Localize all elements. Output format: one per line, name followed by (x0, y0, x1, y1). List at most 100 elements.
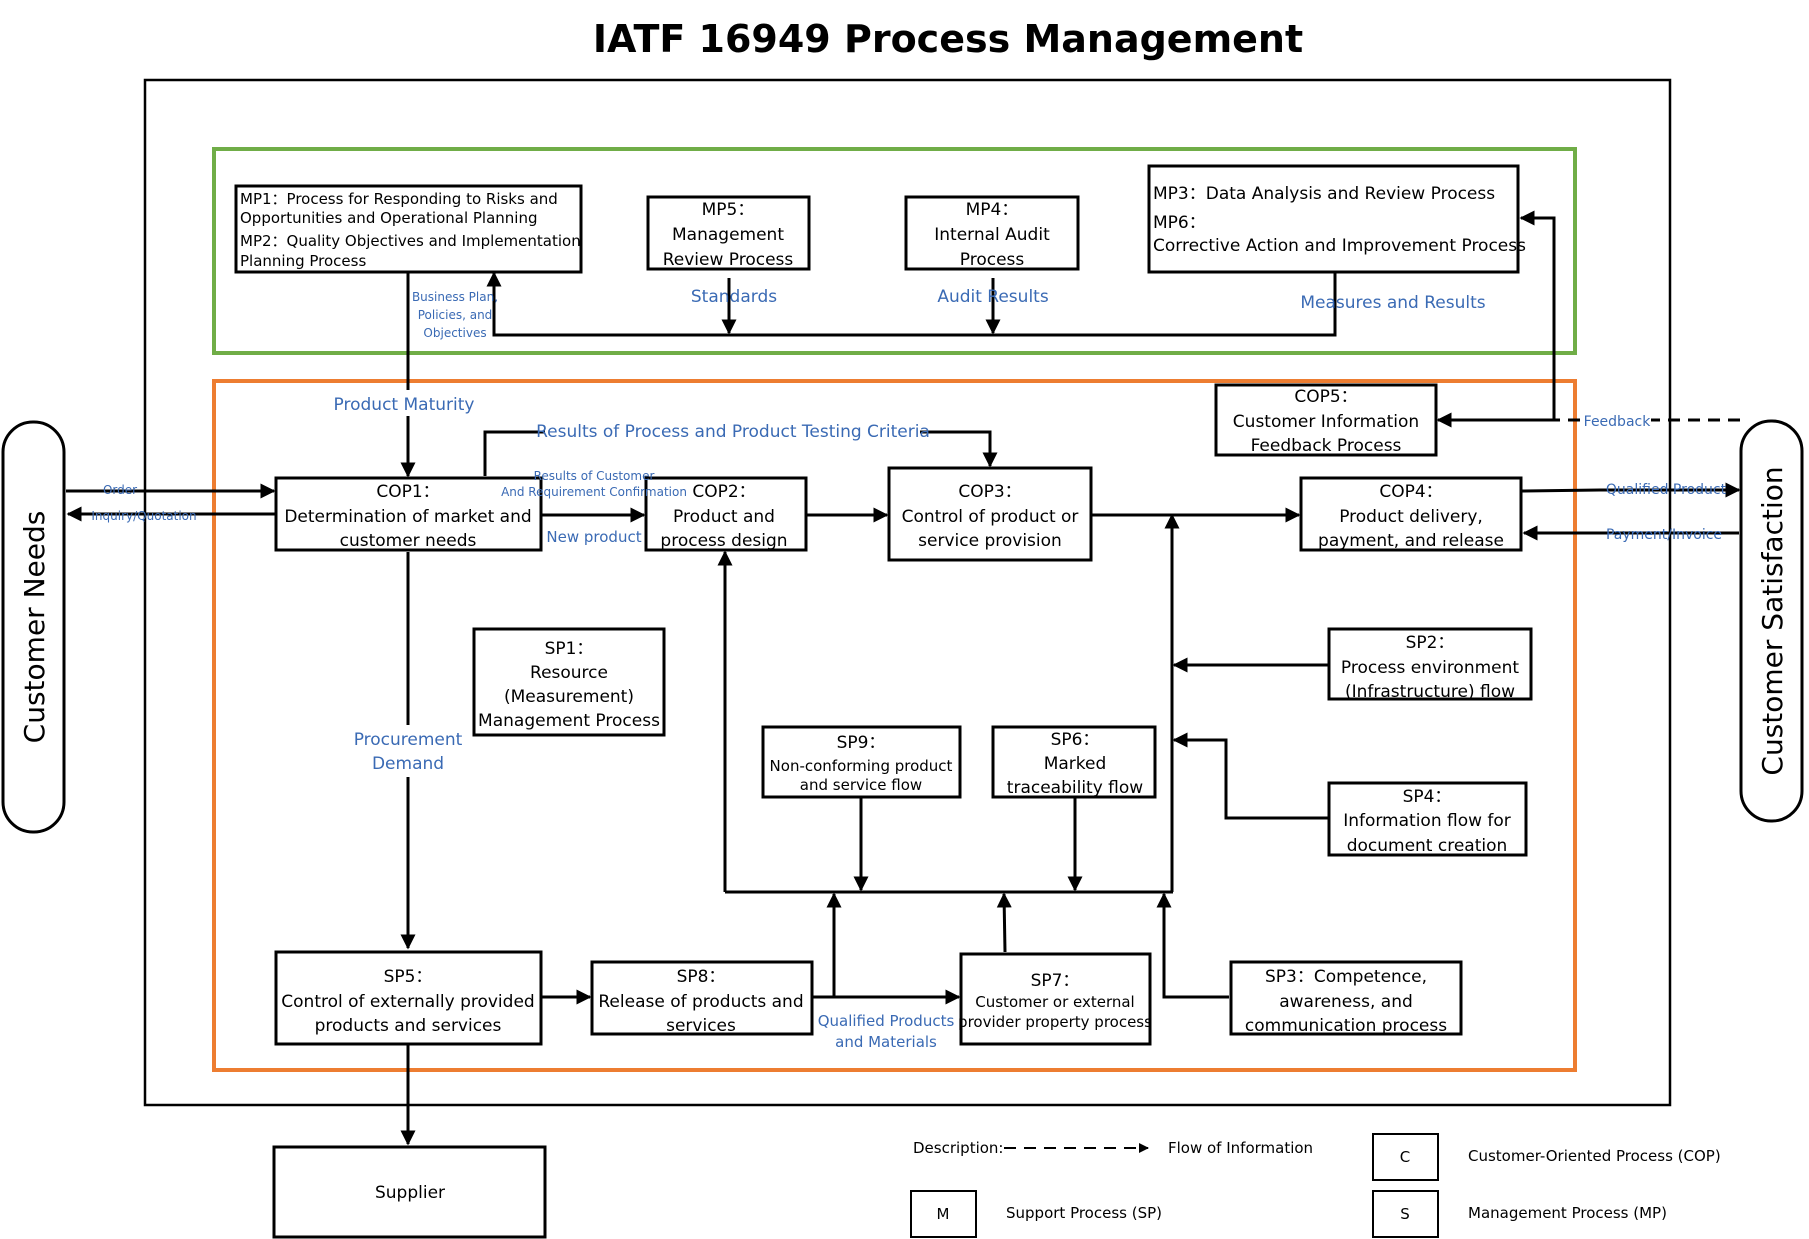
mp5-box: MP5： Management Review Process (646, 195, 811, 271)
mp5-line-2: Management (672, 225, 784, 245)
sp5-line-2: Control of externally provided (281, 992, 534, 1012)
legend-c-text: Customer-Oriented Process (COP) (1468, 1147, 1721, 1165)
mp1-line-2: Opportunities and Operational Planning (240, 209, 538, 227)
cop3-line-1: COP3： (958, 482, 1021, 502)
sp4-box: SP4： Information flow for document creat… (1327, 781, 1528, 857)
sp5-line-3: products and services (315, 1016, 502, 1036)
sp8-line-2: Release of products and (598, 992, 803, 1012)
label-procurement-2: Demand (372, 754, 444, 774)
cop4-line-2: Product delivery, (1339, 507, 1483, 527)
sp3-box: SP3：Competence, awareness, and communica… (1229, 960, 1463, 1036)
legend-flow-of-information: Flow of Information (1168, 1139, 1313, 1157)
sp1-line-4: Management Process (478, 711, 660, 731)
sp9-line-2: Non-conforming product (770, 757, 953, 775)
cop2-line-2: Product and (673, 507, 775, 527)
sp4-line-3: document creation (1347, 836, 1508, 856)
cop1-line-2: Determination of market and (284, 507, 531, 527)
legend: Description: Flow of Information C Custo… (910, 1133, 1721, 1238)
mp6-line-2: Corrective Action and Improvement Proces… (1153, 236, 1526, 256)
sp5-box: SP5： Control of externally provided prod… (274, 950, 543, 1046)
sp6-line-1: SP6： (1051, 730, 1100, 750)
testing-criteria-label-bg (545, 420, 920, 444)
label-inquiry-quotation: Inquiry/Quotation (91, 509, 196, 523)
sp4-line-2: Information flow for (1343, 811, 1511, 831)
sp9-box: SP9： Non-conforming product and service … (761, 725, 962, 799)
mp5-line-1: MP5： (702, 200, 755, 220)
arrow-sp3-to-bus (1156, 892, 1229, 999)
customer-satisfaction-pill (1739, 419, 1804, 823)
cop4-line-1: COP4： (1379, 482, 1442, 502)
label-business-plan-3: Objectives (423, 326, 486, 340)
label-customer-confirmation-1: Results of Customer (534, 469, 655, 483)
arrow-cop5-to-mp3 (1519, 210, 1556, 420)
sp6-line-2: Marked (1044, 754, 1107, 774)
label-feedback: Feedback (1584, 414, 1652, 430)
outer-frame (143, 78, 1672, 1107)
sp1-line-3: (Measurement) (504, 687, 634, 707)
cop2-line-1: COP2： (692, 482, 755, 502)
cop3-line-3: service provision (918, 531, 1062, 551)
label-order: Order (103, 483, 137, 497)
mp2-line-1: MP2：Quality Objectives and Implementatio… (240, 232, 581, 250)
page-title: IATF 16949 Process Management (593, 17, 1303, 61)
mp6-line-1: MP6： (1153, 213, 1206, 233)
customer-needs-label: Customer Needs (18, 511, 51, 744)
cop4-box: COP4： Product delivery, payment, and rel… (1299, 476, 1523, 552)
mp5-line-3: Review Process (663, 250, 794, 270)
cop3-box: COP3： Control of product or service prov… (887, 466, 1093, 562)
customer-needs-pill (1, 420, 66, 834)
cop1-box: COP1： Determination of market and custom… (274, 476, 543, 552)
sp2-line-2: Process environment (1341, 658, 1519, 678)
cop2-line-3: process design (660, 531, 787, 551)
label-testing-criteria: Results of Process and Product Testing C… (536, 422, 930, 442)
cop2-box: COP2： Product and process design (644, 476, 808, 552)
sp7-box: SP7： Customer or external provider prope… (958, 952, 1152, 1046)
mp4-line-3: Process (960, 250, 1025, 270)
sp9-line-3: and service flow (800, 776, 922, 794)
label-business-plan-1: Business Plan, (412, 290, 498, 304)
label-business-plan-2: Policies, and (418, 308, 493, 322)
sp5-line-1: SP5： (384, 967, 433, 987)
mp3-line-1: MP3：Data Analysis and Review Process (1153, 184, 1495, 204)
sp8-line-1: SP8： (677, 967, 726, 987)
sp2-line-1: SP2： (1406, 633, 1455, 653)
sp1-line-1: SP1： (545, 639, 594, 659)
legend-s-box (1372, 1190, 1439, 1238)
label-product-maturity: Product Maturity (334, 395, 475, 415)
sp7-line-2: Customer or external (975, 993, 1134, 1011)
sp8-box: SP8： Release of products and services (590, 960, 814, 1036)
label-payment-invoice: Payment/Invoice (1606, 527, 1722, 543)
arrow-qualified-product (1521, 482, 1741, 498)
mp1-line-1: MP1：Process for Responding to Risks and (240, 190, 558, 208)
cop5-line-3: Feedback Process (1251, 436, 1402, 456)
legend-description: Description: (913, 1139, 1003, 1157)
legend-m-text: Support Process (SP) (1006, 1204, 1162, 1222)
feedback-label-bg (1583, 410, 1651, 432)
sp7-line-3: provider property process (958, 1013, 1152, 1031)
cop5-box: COP5： Customer Information Feedback Proc… (1214, 383, 1438, 457)
label-standards: Standards (691, 287, 777, 307)
sp3-line-1: SP3：Competence, (1265, 967, 1427, 987)
cop5-line-2: Customer Information (1233, 412, 1419, 432)
cop5-line-1: COP5： (1294, 387, 1357, 407)
label-procurement-1: Procurement (354, 730, 463, 750)
mp4-line-1: MP4： (966, 200, 1019, 220)
sp1-line-2: Resource (530, 663, 608, 683)
legend-s-text: Management Process (MP) (1468, 1204, 1667, 1222)
business-plan-label-bg (412, 287, 492, 343)
sp6-line-3: traceability flow (1007, 778, 1143, 798)
sp7-line-1: SP7： (1031, 971, 1080, 991)
label-qualified-materials-1: Qualified Products (818, 1012, 955, 1030)
label-new-product: New product (546, 528, 641, 546)
supplier-label: Supplier (375, 1183, 445, 1203)
sp3-line-3: communication process (1245, 1016, 1447, 1036)
sp2-line-3: (Infrastructure) flow (1345, 682, 1515, 702)
mp4-box: MP4： Internal Audit Process (904, 195, 1080, 271)
sp4-line-1: SP4： (1403, 787, 1452, 807)
product-maturity-label-bg (326, 390, 478, 416)
label-qualified-materials-2: and Materials (835, 1033, 937, 1051)
cop3-line-2: Control of product or (902, 507, 1079, 527)
arrow-sp4-to-bus (1172, 732, 1329, 820)
legend-c-box (1372, 1133, 1439, 1181)
